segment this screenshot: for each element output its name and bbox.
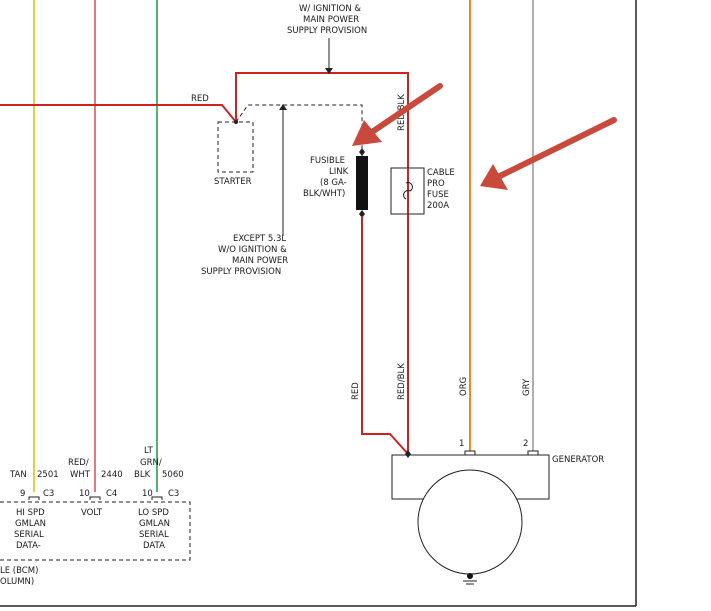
callout-arrow-cable-fuse [480, 117, 617, 190]
label-gry: GRY [522, 378, 532, 396]
conn1-color: TAN [9, 470, 27, 480]
ground-dot [467, 573, 473, 579]
label-fusible-3: (8 GA- [320, 178, 347, 188]
label-top-provision-3: SUPPLY PROVISION [287, 26, 367, 36]
label-except-1: EXCEPT 5.3L [233, 234, 286, 244]
label-fuse-3: FUSE [427, 190, 449, 200]
conn3-func-3: SERIAL [139, 530, 169, 540]
module-boundary [0, 501, 191, 561]
conn2-func-1: VOLT [81, 508, 103, 518]
dashed-alt-path [235, 104, 363, 150]
fuse-symbol [403, 182, 413, 200]
wire-red-lower [361, 216, 409, 455]
label-top-provision-2: MAIN POWER [303, 15, 359, 25]
gen-terminal-b [405, 450, 411, 458]
conn2-pin: 10 [79, 489, 90, 499]
conn3-func-4: DATA [143, 541, 165, 551]
conn1-func-1: HI SPD [16, 508, 45, 518]
junction-arrow-dashed [279, 104, 287, 110]
label-pin1: 1 [459, 439, 464, 449]
label-except-4: SUPPLY PROVISION [201, 267, 281, 277]
conn3-color-2: GRN/ [140, 458, 162, 468]
label-fuse-2: PRO [427, 179, 445, 189]
conn1-func-2: GMLAN [15, 519, 46, 529]
conn3-func-2: GMLAN [139, 519, 170, 529]
callout-arrow-fusible-link [352, 83, 443, 146]
starter-box [217, 121, 254, 173]
gen-terminal-1 [464, 450, 476, 456]
label-red-lower: RED [351, 382, 361, 400]
label-generator: GENERATOR [552, 455, 604, 465]
label-fuse-4: 200A [427, 201, 449, 211]
conn3-circuit: 5060 [162, 470, 184, 480]
conn3-func-1: LO SPD [138, 508, 169, 518]
conn2-pin-symbol [89, 496, 101, 500]
label-pin2: 2 [523, 439, 528, 449]
conn3-color-3: BLK [134, 470, 151, 480]
fusible-link [356, 156, 368, 210]
label-top-provision-1: W/ IGNITION & [299, 4, 361, 14]
generator-circle [417, 469, 523, 575]
gen-terminal-2 [527, 450, 539, 456]
fusible-dot-top [359, 148, 365, 156]
label-org: ORG [459, 377, 469, 396]
label-except-3: MAIN POWER [232, 256, 288, 266]
conn1-circuit: 2501 [37, 470, 59, 480]
junction-arrow-top [325, 68, 333, 74]
label-fuse-1: CABLE [427, 168, 455, 178]
conn3-pin-symbol [151, 496, 163, 500]
conn2-circuit: 2440 [101, 470, 123, 480]
conn2-conn: C4 [106, 489, 117, 499]
label-red-blk-lower: RED/BLK [397, 363, 407, 400]
conn1-func-3: SERIAL [14, 530, 44, 540]
conn3-conn: C3 [168, 489, 179, 499]
module-name-1: LE (BCM) [0, 566, 38, 576]
label-fusible-2: LINK [329, 167, 349, 177]
conn1-pin-symbol [28, 496, 40, 500]
label-except-2: W/O IGNITION & [218, 245, 287, 255]
conn1-pin: 9 [20, 489, 25, 499]
conn3-pin: 10 [142, 489, 153, 499]
label-red: RED [191, 94, 209, 104]
fusible-dot-bottom [359, 210, 365, 218]
label-fusible-1: FUSIBLE [310, 156, 345, 166]
conn1-func-4: DATA- [16, 541, 41, 551]
module-name-2: OLUMN) [0, 577, 34, 587]
label-fusible-4: BLK/WHT) [303, 189, 345, 199]
label-starter: STARTER [214, 177, 252, 187]
conn1-conn: C3 [43, 489, 54, 499]
conn2-color-2: WHT [70, 470, 91, 480]
wire-red-to-starter [0, 104, 237, 123]
conn2-color-1: RED/ [68, 458, 89, 468]
conn3-color-1: LT [144, 446, 154, 456]
wire-red-blk-top [235, 72, 409, 454]
